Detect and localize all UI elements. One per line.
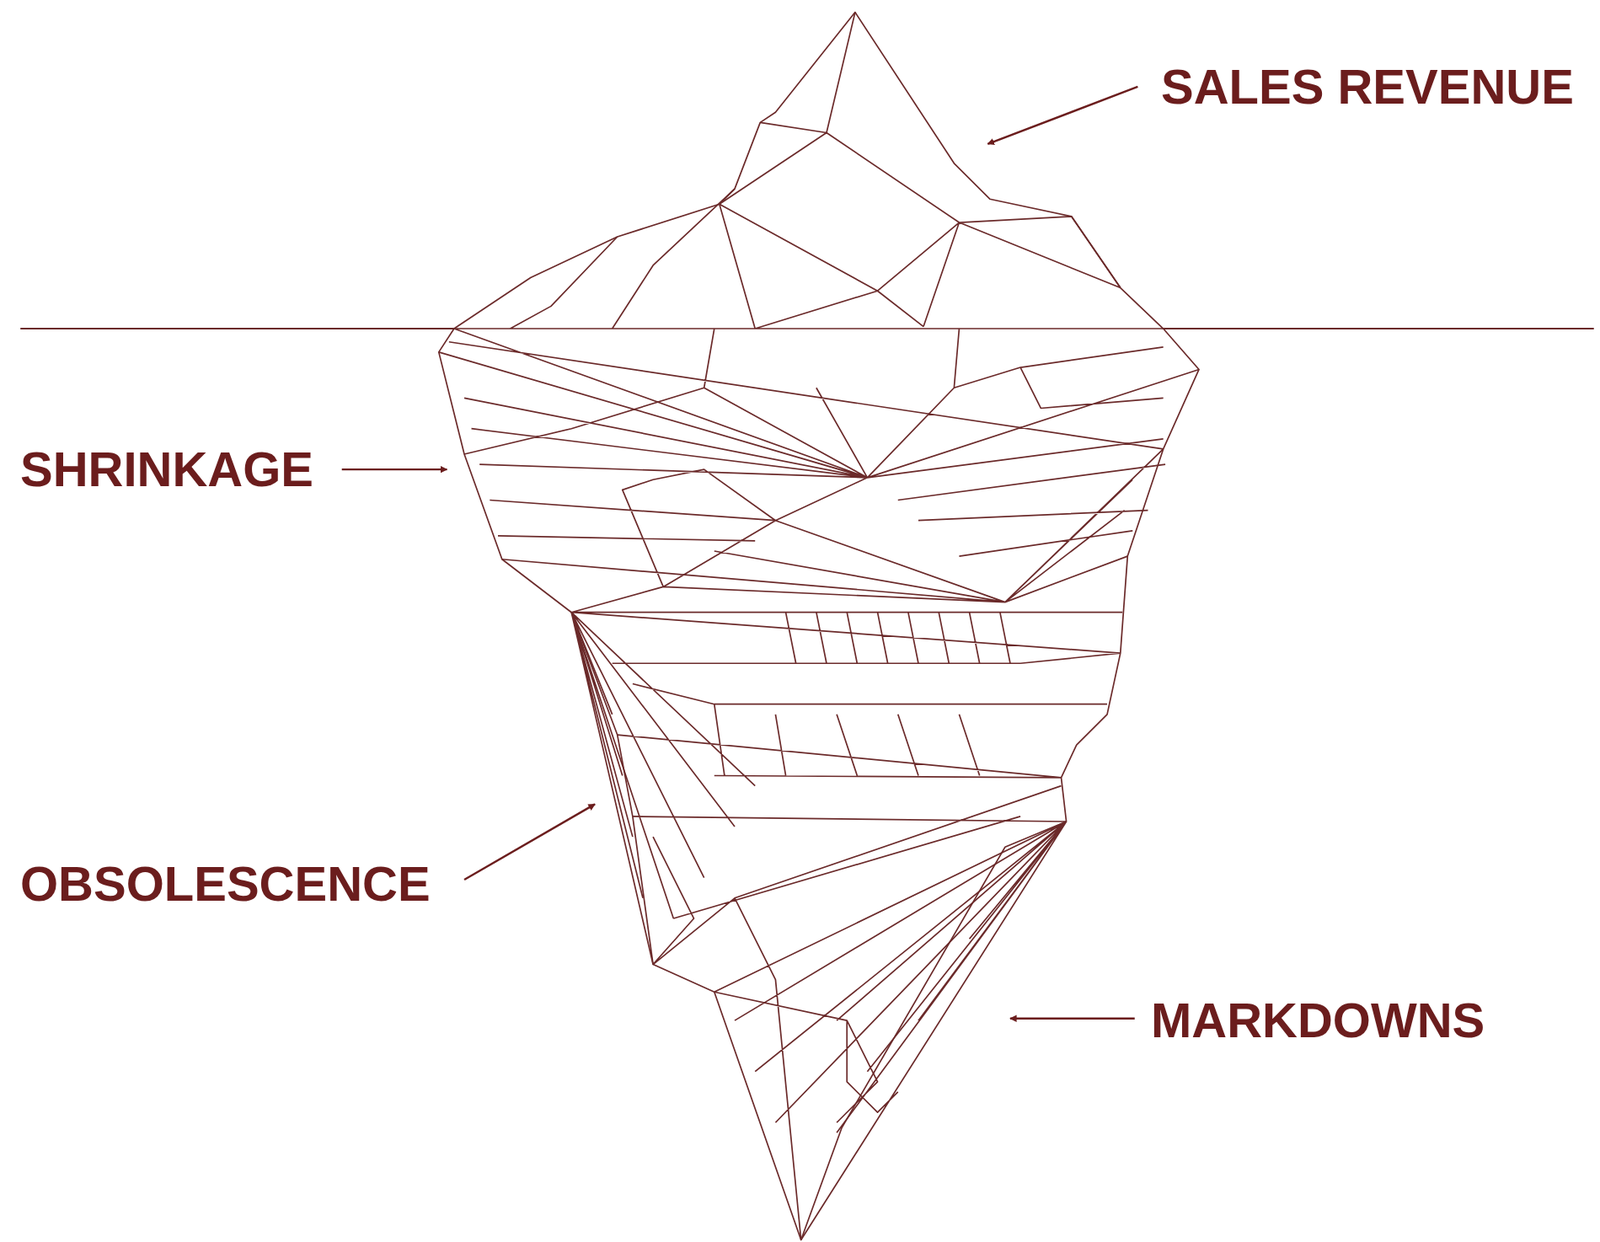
- callout-label: OBSOLESCENCE: [20, 856, 431, 912]
- leader-arrows: [342, 86, 1139, 1019]
- iceberg-outline: [438, 12, 1199, 1241]
- leader-arrow: [464, 803, 595, 880]
- leader-arrow: [987, 86, 1138, 145]
- leader-arrow: [1010, 1017, 1135, 1020]
- callout-label: MARKDOWNS: [1150, 992, 1485, 1049]
- leader-arrow: [342, 468, 448, 471]
- callout-label: SALES REVENUE: [1161, 58, 1574, 115]
- iceberg: [438, 12, 1199, 1241]
- iceberg-facets: [438, 12, 1199, 1241]
- callout-label: SHRINKAGE: [20, 441, 314, 498]
